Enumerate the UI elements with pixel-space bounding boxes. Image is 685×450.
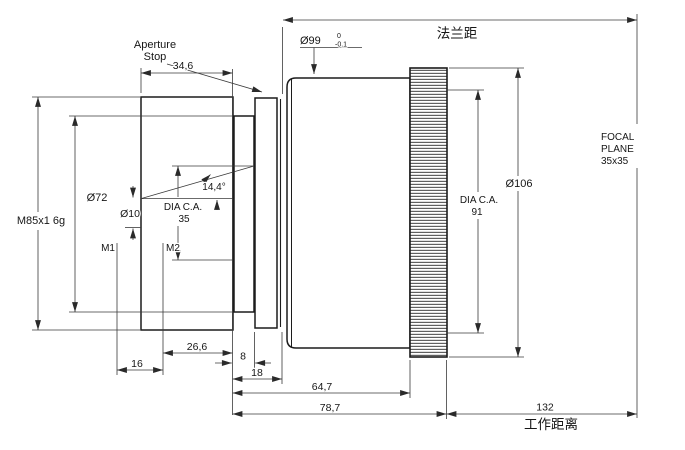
label-focal-plane-line1: FOCAL <box>601 132 635 143</box>
label-m1: M1 <box>101 243 115 254</box>
label-dia106: Ø106 <box>506 178 533 190</box>
dim-26-6: 26,6 <box>187 341 208 353</box>
label-flange-distance: 法兰距 <box>437 26 478 41</box>
label-focal-plane-line2: PLANE <box>601 144 634 155</box>
value-dia-ca-91: 91 <box>471 207 483 218</box>
reduced-diameter-ring <box>233 115 255 313</box>
label-aperture-stop-line1: Aperture <box>134 39 176 51</box>
label-m2: M2 <box>166 243 180 254</box>
aperture-stop-ring <box>254 97 278 329</box>
label-dia-ca-35: DIA C.A. <box>164 202 202 213</box>
label-angle-14-4: 14,4° <box>202 182 225 193</box>
dim-132: 132 <box>536 402 554 414</box>
label-dia10: Ø10 <box>120 208 140 220</box>
label-focal-plane-line3: 35x35 <box>601 156 629 167</box>
dim-8: 8 <box>240 351 246 363</box>
dim-16: 16 <box>131 358 143 370</box>
chief-ray-line <box>140 165 255 199</box>
dimension-layer <box>32 14 638 419</box>
label-dia99-tol-upper: 0 <box>337 33 341 40</box>
value-dia-ca-35: 35 <box>178 214 190 225</box>
label-dia-ca-91: DIA C.A. <box>460 195 498 206</box>
dim-64-7: 64,7 <box>312 381 333 393</box>
label-dia72: Ø72 <box>87 192 108 204</box>
annotation-layer: Aperture Stop 34,6 Ø99 0 -0.1 法兰距 M85x1 … <box>16 25 636 434</box>
lens-outline <box>140 67 448 358</box>
main-body <box>286 77 411 349</box>
dim-18: 18 <box>251 367 263 379</box>
label-dia99: Ø99 <box>300 35 321 47</box>
rear-thread-barrel <box>140 96 234 331</box>
label-working-distance: 工作距离 <box>524 416 578 432</box>
label-thread-m85: M85x1 6g <box>17 215 65 227</box>
dim-34-6: 34,6 <box>173 60 194 72</box>
dim-78-7: 78,7 <box>320 402 341 414</box>
knurled-focus-ring <box>409 67 448 358</box>
label-dia99-tol-lower: -0.1 <box>335 42 347 49</box>
label-aperture-stop-line2: Stop <box>144 51 167 63</box>
